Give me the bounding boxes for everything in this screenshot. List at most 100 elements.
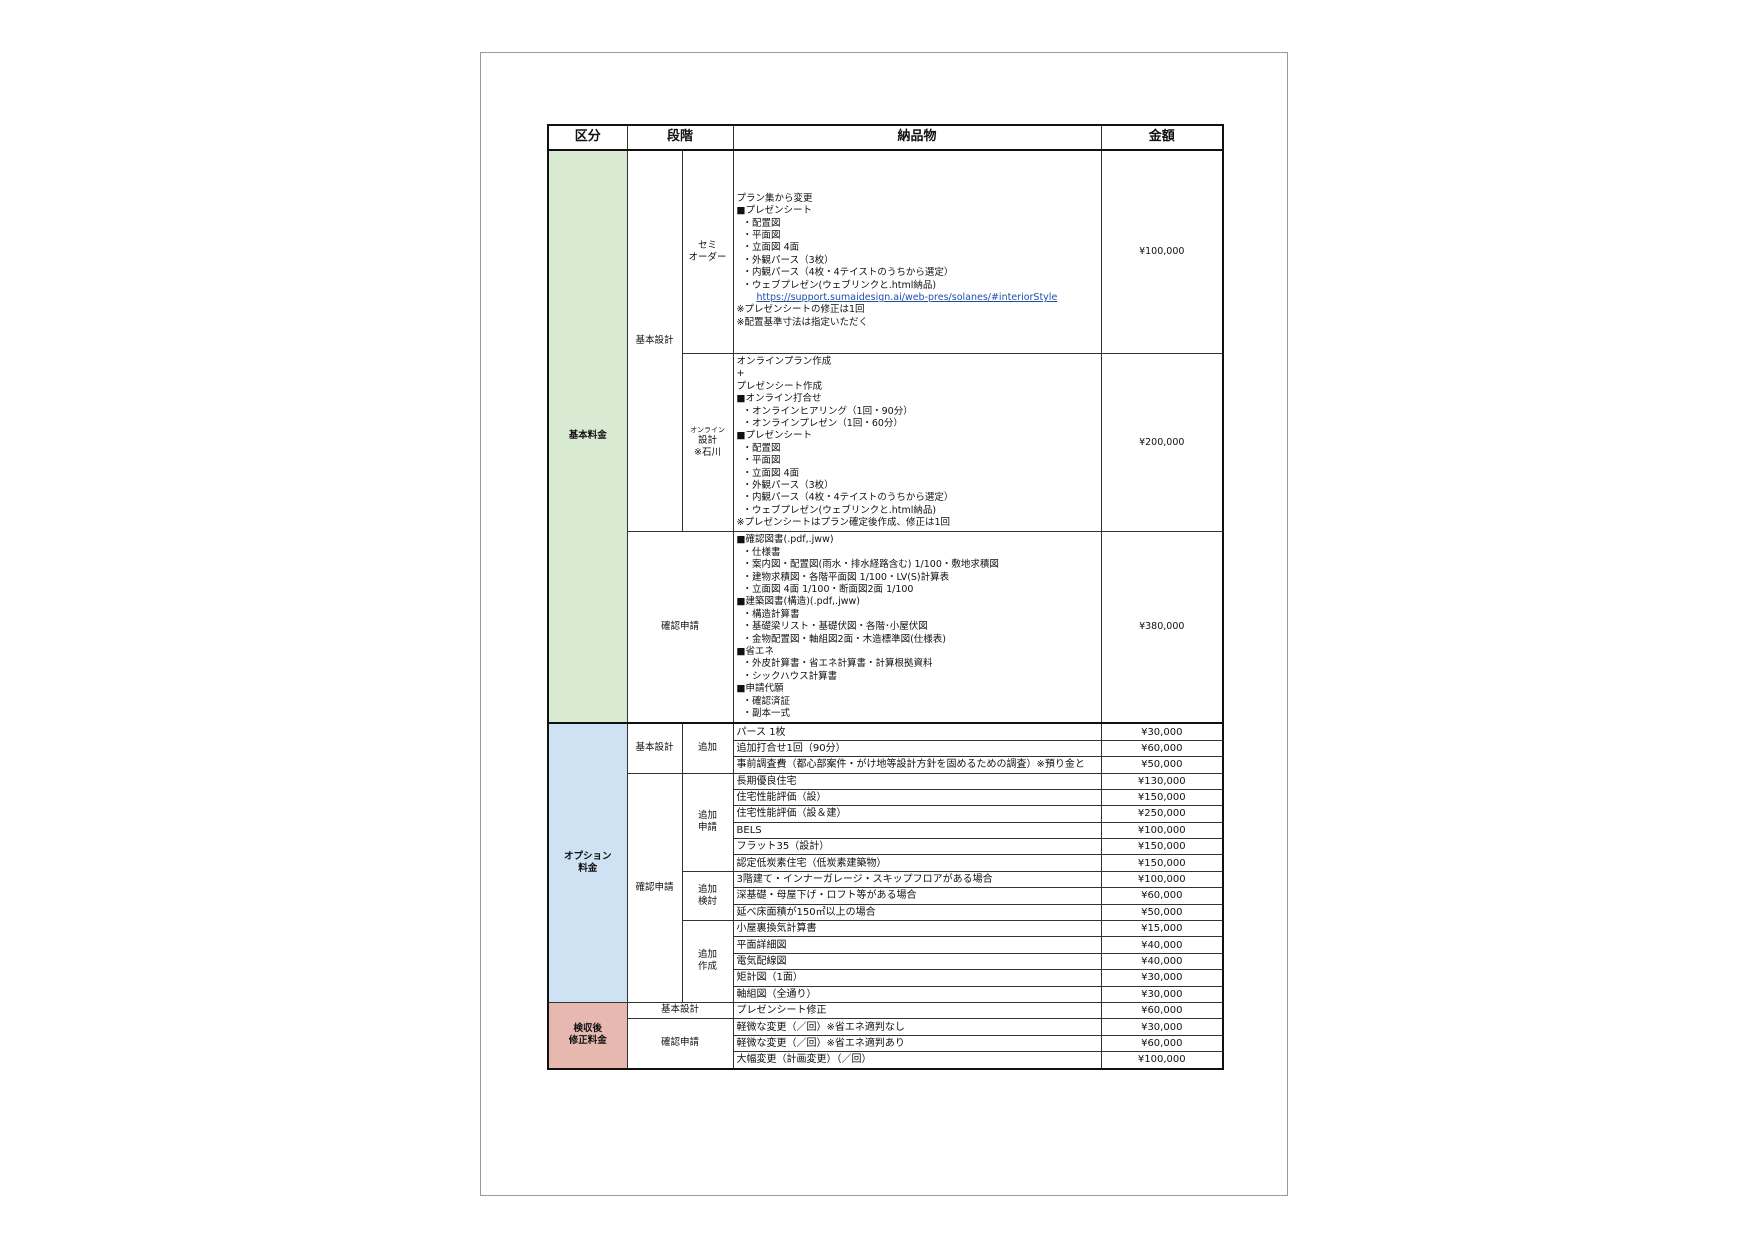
option-item: 認定低炭素住宅（低炭素建築物） <box>732 854 1102 872</box>
option-item: 小屋裏換気計算書 <box>732 920 1102 938</box>
option-item: 深基礎・母屋下げ・ロフト等がある場合 <box>732 887 1102 905</box>
option-amount: ¥30,000 <box>1100 985 1224 1003</box>
option-item: 矩計図（1面） <box>732 969 1102 987</box>
category-fix-line1: 検収後 <box>573 1022 602 1034</box>
stage-fix-basic: 基本設計 <box>626 1001 734 1020</box>
semi-line: ・内観パース（4枚・4テイストのうちから選定） <box>736 267 954 279</box>
option-amount: ¥30,000 <box>1100 722 1224 741</box>
fix-row: 確認申請 軽微な変更（／回）※省エネ適判なし ¥30,000 <box>548 1018 1224 1070</box>
stage-fix-basic-label: 基本設計 <box>661 1004 700 1016</box>
option-amount: ¥150,000 <box>1100 788 1224 807</box>
online-line: ・配置図 <box>736 442 781 454</box>
option-amount: ¥60,000 <box>1100 887 1224 905</box>
stage-basic-design: 基本設計 <box>626 149 683 533</box>
confirm-line: ・シックハウス計算書 <box>736 670 838 682</box>
option-item: 軸組図（全通り） <box>732 985 1102 1003</box>
sub-add-study-line2: 検討 <box>698 895 718 907</box>
option-item: 事前調査費（都心部案件・がけ地等設計方針を固めるための調査）※預り金と <box>732 756 1102 774</box>
sub-online-design: オンライン 設計 ※石川 <box>681 352 734 533</box>
deliverables-semi: プラン集から変更 ■プレゼンシート ・配置図 ・平面図 ・立面図 4面 ・外観パ… <box>732 149 1102 354</box>
confirm-line: ■申請代願 <box>736 683 784 695</box>
category-option-line2: 料金 <box>578 863 598 875</box>
sub-add-application-line2: 申請 <box>698 822 718 834</box>
stage-option-basic-label: 基本設計 <box>635 742 674 754</box>
online-line: ・平面図 <box>736 455 781 467</box>
fix-item: 軽微な変更（／回）※省エネ適判なし <box>732 1018 1102 1036</box>
option-amount: ¥150,000 <box>1100 854 1224 872</box>
fix-item: 大幅変更（計画変更）（／回） <box>732 1051 1102 1070</box>
confirm-line: ・基礎梁リスト・基礎伏図・各階･小屋伏図 <box>736 621 928 633</box>
sub-add-application: 追加 申請 <box>681 772 734 872</box>
stage-option-confirm: 確認申請 <box>626 772 683 1003</box>
confirm-line: ・金物配置図・軸組図2面・木造標準図(仕様表) <box>736 633 947 645</box>
option-item: BELS <box>732 821 1102 840</box>
online-line: ・オンラインヒアリング（1回・90分） <box>736 405 913 417</box>
option-amount: ¥15,000 <box>1100 920 1224 938</box>
option-amount: ¥50,000 <box>1100 903 1224 922</box>
stage-basic-design-label: 基本設計 <box>635 335 674 347</box>
confirm-line: ・構造計算書 <box>736 608 800 620</box>
sub-option-add: 追加 <box>681 722 734 774</box>
online-line: プレゼンシート作成 <box>736 380 823 392</box>
option-amount: ¥100,000 <box>1100 870 1224 889</box>
document-page: 区分 段階 納品物 金額 基本料金 基本設計 セミ オーダー プ <box>480 52 1288 1196</box>
option-amount: ¥150,000 <box>1100 838 1224 856</box>
option-row: 電気配線図 ¥40,000 <box>548 952 1224 971</box>
confirm-line: ・確認済証 <box>736 695 791 707</box>
option-row: 平面詳細図 ¥40,000 <box>548 936 1224 954</box>
online-line: ■プレゼンシート <box>736 430 812 442</box>
online-line: オンラインプラン作成 <box>736 356 832 367</box>
confirm-line: ■確認図書(.pdf,.jww) <box>736 534 834 546</box>
confirm-line: ・立面図 4面 1/100・断面図2面 1/100 <box>736 584 914 596</box>
sub-online-line1: 設計 <box>698 434 718 446</box>
fix-item: プレゼンシート修正 <box>732 1001 1102 1020</box>
deliverables-confirm: ■確認図書(.pdf,.jww) ・仕様書 ・案内図・配置図(雨水・排水経路含む… <box>732 531 1102 724</box>
option-item: 3階建て・インナーガレージ・スキップフロアがある場合 <box>732 870 1102 889</box>
option-row: 深基礎・母屋下げ・ロフト等がある場合 ¥60,000 <box>548 887 1224 905</box>
semi-line: ・平面図 <box>736 230 781 242</box>
sub-add-creation: 追加 作成 <box>681 920 734 1003</box>
fix-amount: ¥30,000 <box>1100 1018 1224 1036</box>
category-basic-label: 基本料金 <box>568 430 607 442</box>
online-line: ・立面図 4面 <box>736 467 800 479</box>
sub-option-add-label: 追加 <box>698 742 718 754</box>
option-row: 住宅性能評価（設＆建） ¥250,000 <box>548 805 1224 823</box>
sub-add-study-line1: 追加 <box>698 883 718 895</box>
option-item: 追加打合せ1回（90分） <box>732 739 1102 758</box>
basic-semi-row: 基本料金 基本設計 セミ オーダー プラン集から変更 ■プレゼンシート ・配置図… <box>547 149 1224 724</box>
confirm-line: ・建物求積図・各階平面図 1/100・LV(S)計算表 <box>736 571 950 583</box>
sub-semi-line1: セミ <box>698 239 718 251</box>
option-row: 確認申請 追加 申請 長期優良住宅 ¥130,000 <box>548 772 1224 1003</box>
category-fix-line2: 修正料金 <box>568 1035 607 1047</box>
online-line: ・ウェブプレゼン(ウェブリンクと.html納品) <box>736 504 937 516</box>
fix-amount: ¥60,000 <box>1100 1001 1224 1020</box>
option-amount: ¥50,000 <box>1100 756 1224 774</box>
stage-option-basic: 基本設計 <box>626 722 683 774</box>
deliverables-online: オンラインプラン作成 + プレゼンシート作成 ■オンライン打合せ ・オンラインヒ… <box>732 352 1102 533</box>
header-deliverables: 納品物 <box>732 124 1102 151</box>
sub-online-small: オンライン <box>690 425 725 434</box>
amount-semi: ¥100,000 <box>1100 149 1224 354</box>
stage-confirm-label: 確認申請 <box>661 621 700 633</box>
option-item: 長期優良住宅 <box>732 772 1102 790</box>
online-line: ■オンライン打合せ <box>736 393 822 405</box>
confirm-line: ■建築図書(構造)(.pdf,.jww) <box>736 596 860 608</box>
semi-line: ・立面図 4面 <box>736 242 800 254</box>
category-option-line1: オプション <box>563 850 612 862</box>
stage-option-confirm-label: 確認申請 <box>635 881 674 893</box>
semi-line: ※配置基準寸法は指定いただく <box>736 316 868 328</box>
interior-style-link[interactable]: https://support.sumaidesign.ai/web-pres/… <box>756 291 1058 303</box>
option-row: 追加 検討 3階建て・インナーガレージ・スキップフロアがある場合 ¥100,00… <box>548 870 1224 922</box>
header-row: 区分 段階 納品物 金額 <box>547 124 1224 151</box>
option-row: オプション 料金 基本設計 追加 パース 1枚 ¥30,000 <box>547 722 1224 1003</box>
stage-fix-confirm-label: 確認申請 <box>661 1037 700 1049</box>
option-item: フラット35（設計） <box>732 838 1102 856</box>
sub-online-line2: ※石川 <box>694 447 721 459</box>
stage-confirm: 確認申請 <box>626 531 734 724</box>
amount-online: ¥200,000 <box>1100 352 1224 533</box>
option-row: 延べ床面積が150㎡以上の場合 ¥50,000 <box>548 903 1224 922</box>
confirm-line: ■省エネ <box>736 645 774 657</box>
semi-line: プラン集から変更 <box>736 192 813 204</box>
sub-add-application-line1: 追加 <box>698 809 718 821</box>
option-row: 矩計図（1面） ¥30,000 <box>548 969 1224 987</box>
